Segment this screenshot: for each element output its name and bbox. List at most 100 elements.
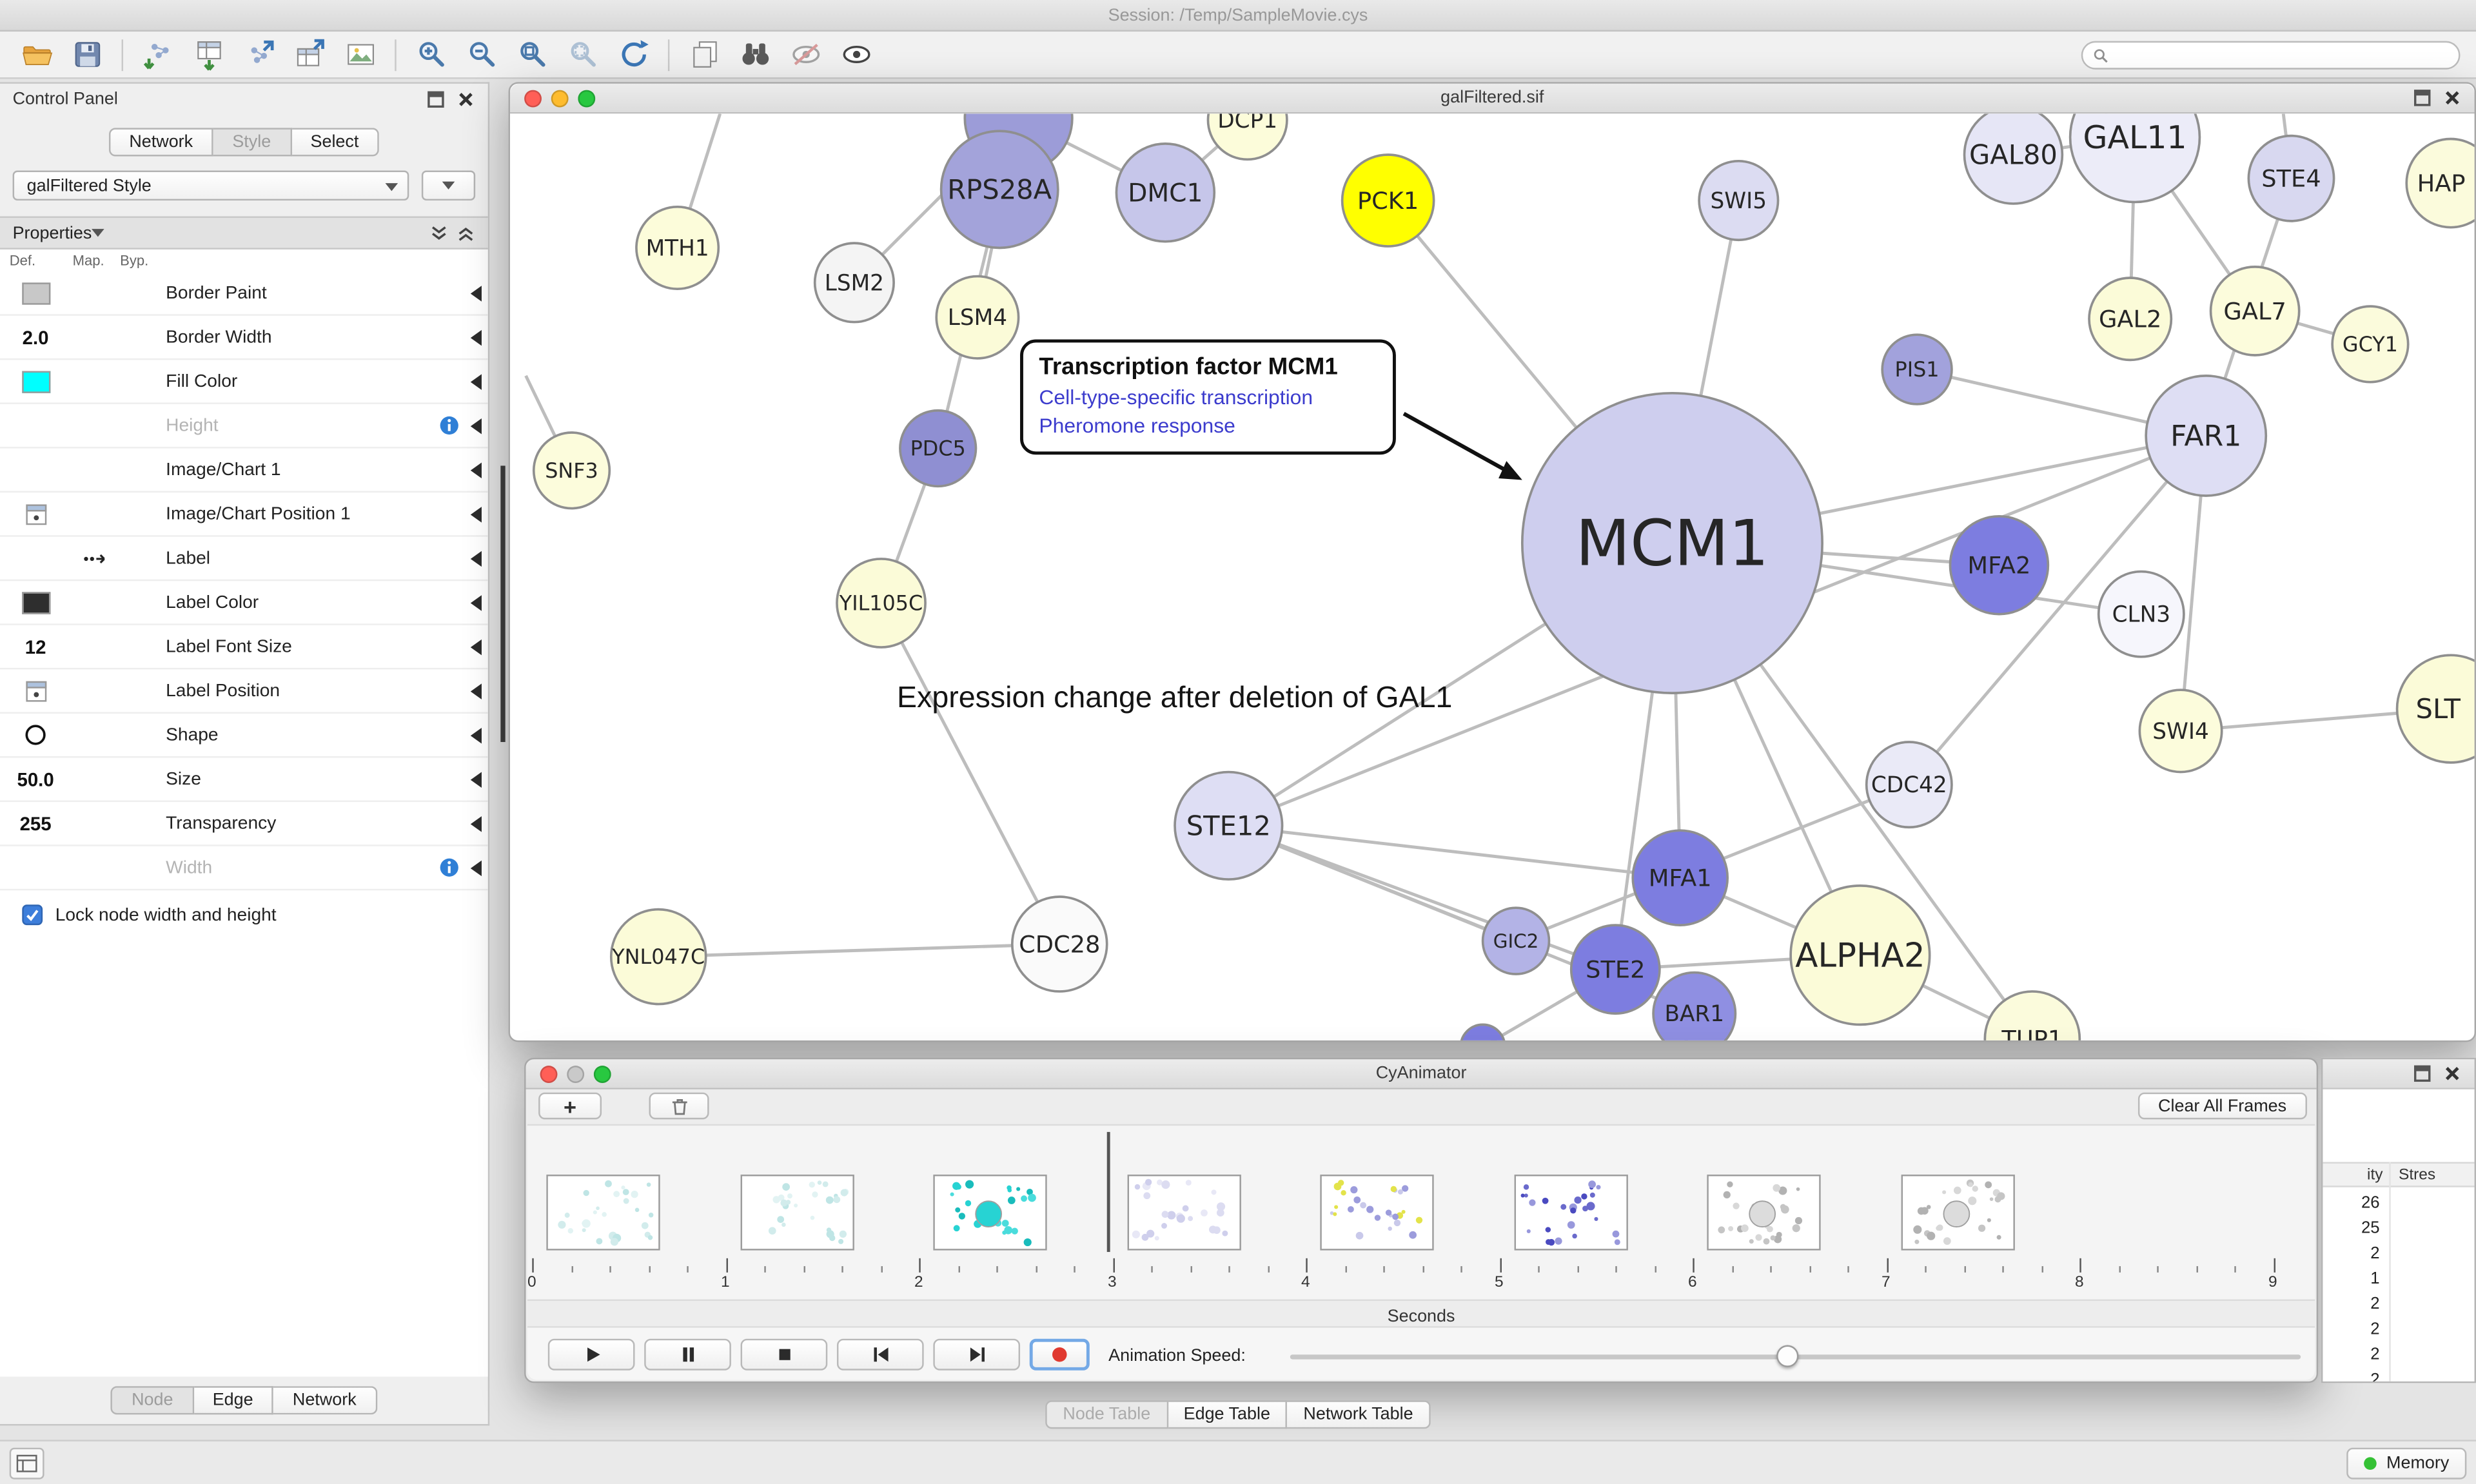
close-panel-icon[interactable] <box>457 90 475 109</box>
default-value-cell[interactable]: 12 <box>25 635 46 658</box>
export-network-icon[interactable] <box>239 34 280 75</box>
playhead[interactable] <box>1106 1131 1110 1253</box>
ellipse-shape-icon[interactable] <box>0 714 71 756</box>
skip-to-end-button[interactable] <box>933 1338 1021 1371</box>
node-gal11[interactable]: GAL11 <box>2068 113 2201 204</box>
passthrough-mapping-icon[interactable] <box>71 537 118 580</box>
expand-row-arrow-icon[interactable] <box>463 758 488 801</box>
minimize-window-icon[interactable] <box>567 1066 585 1084</box>
style-selector-combo[interactable]: galFiltered Style <box>12 170 409 201</box>
default-value-cell[interactable] <box>0 404 71 447</box>
expand-row-arrow-icon[interactable] <box>463 669 488 712</box>
default-value-cell[interactable]: 50.0 <box>17 768 54 790</box>
node-ynl047c[interactable]: YNL047C <box>609 908 707 1006</box>
float-window-icon[interactable] <box>2413 88 2432 107</box>
export-table-icon[interactable] <box>289 34 330 75</box>
node-cdc42[interactable]: CDC42 <box>1865 741 1953 829</box>
frame-thumbnail-6[interactable] <box>1707 1175 1821 1251</box>
bypass-cell[interactable] <box>119 581 166 623</box>
export-image-icon[interactable] <box>340 34 381 75</box>
node-yil105c[interactable]: YIL105C <box>836 558 927 649</box>
node-alpha2[interactable]: ALPHA2 <box>1789 884 1931 1026</box>
skip-to-start-button[interactable] <box>836 1338 924 1371</box>
node-hap[interactable]: HAP <box>2405 137 2475 229</box>
node-tup1[interactable]: TUP1 <box>1983 990 2081 1040</box>
mapping-cell[interactable] <box>71 404 118 447</box>
table-cell[interactable]: 2 <box>2370 1370 2380 1381</box>
slider-thumb[interactable] <box>1776 1345 1799 1367</box>
refresh-icon[interactable] <box>613 34 654 75</box>
node-gic2[interactable]: GIC2 <box>1481 906 1551 975</box>
show-all-icon[interactable] <box>836 34 877 75</box>
edge-ynl047c-cdc28[interactable] <box>658 942 1060 959</box>
expand-all-icon[interactable] <box>429 224 448 242</box>
mapping-cell[interactable] <box>71 714 118 756</box>
node-cdc28[interactable]: CDC28 <box>1010 895 1108 993</box>
expand-row-arrow-icon[interactable] <box>463 493 488 535</box>
bypass-cell[interactable] <box>119 404 166 447</box>
clear-all-frames-button[interactable]: Clear All Frames <box>2137 1092 2307 1120</box>
save-session-icon[interactable] <box>66 34 108 75</box>
zoom-window-icon[interactable] <box>578 90 596 108</box>
properties-header[interactable]: Properties <box>0 216 488 249</box>
node-pis1[interactable]: PIS1 <box>1881 333 1953 405</box>
mapping-cell[interactable] <box>71 449 118 491</box>
table-column-header[interactable]: ity Stres <box>2323 1162 2475 1187</box>
node-lsm4[interactable]: LSM4 <box>935 275 1020 360</box>
bypass-cell[interactable] <box>119 493 166 535</box>
expand-row-arrow-icon[interactable] <box>463 537 488 580</box>
close-view-icon[interactable] <box>2443 88 2462 107</box>
mapping-cell[interactable] <box>71 581 118 623</box>
find-icon[interactable] <box>734 34 776 75</box>
bypass-cell[interactable] <box>119 449 166 491</box>
expand-row-arrow-icon[interactable] <box>463 581 488 623</box>
mapping-cell[interactable] <box>71 360 118 402</box>
edge-cdc42-far1[interactable] <box>1907 434 2208 786</box>
table-cell[interactable]: 25 <box>2361 1218 2380 1238</box>
zoom-window-icon[interactable] <box>593 1066 611 1084</box>
default-value-cell[interactable]: 2.0 <box>22 326 49 349</box>
column-header[interactable]: Stres <box>2399 1166 2436 1184</box>
default-value-cell[interactable] <box>0 449 71 491</box>
property-row-label-position[interactable]: Label Position <box>0 669 488 714</box>
frame-thumbnail-4[interactable] <box>1320 1175 1434 1251</box>
tab-select[interactable]: Select <box>291 128 380 157</box>
float-panel-icon[interactable] <box>426 90 445 109</box>
frame-thumbnail-5[interactable] <box>1513 1175 1627 1251</box>
expand-row-arrow-icon[interactable] <box>463 360 488 402</box>
expand-row-arrow-icon[interactable] <box>463 449 488 491</box>
record-button[interactable] <box>1029 1338 1090 1371</box>
snapshot-icon[interactable] <box>683 34 725 75</box>
mapping-cell[interactable] <box>71 846 118 889</box>
edge-ste12-mfa1[interactable] <box>1228 824 1680 880</box>
node-dcp1[interactable]: DCP1 <box>1206 113 1288 161</box>
network-window-titlebar[interactable]: galFiltered.sif <box>510 83 2475 114</box>
float-panel-icon[interactable] <box>2413 1064 2432 1083</box>
frame-thumbnail-2[interactable] <box>933 1175 1047 1251</box>
node-mth1[interactable]: MTH1 <box>635 205 720 291</box>
bypass-cell[interactable] <box>119 802 166 845</box>
annotation-box[interactable]: Transcription factor MCM1 Cell-type-spec… <box>1020 339 1396 455</box>
position-icon[interactable] <box>0 669 71 712</box>
property-row-height[interactable]: Height <box>0 404 488 449</box>
bypass-cell[interactable] <box>119 625 166 668</box>
node-dmc1[interactable]: DMC1 <box>1115 142 1216 243</box>
bypass-cell[interactable] <box>119 271 166 314</box>
annotation-link[interactable]: Pheromone response <box>1039 413 1235 438</box>
edge-cdc28-yil105c[interactable] <box>879 602 1061 945</box>
bypass-cell[interactable] <box>119 360 166 402</box>
node-mcm1[interactable]: MCM1 <box>1520 391 1823 694</box>
table-tab-node-table[interactable]: Node Table <box>1045 1400 1168 1429</box>
property-row-label[interactable]: Label <box>0 537 488 581</box>
caption-annotation[interactable]: Expression change after deletion of GAL1 <box>897 681 1453 716</box>
position-icon[interactable] <box>0 493 71 535</box>
mapping-cell[interactable] <box>71 271 118 314</box>
node-pck1[interactable]: PCK1 <box>1341 153 1435 248</box>
close-window-icon[interactable] <box>524 90 542 108</box>
expand-row-arrow-icon[interactable] <box>463 316 488 358</box>
